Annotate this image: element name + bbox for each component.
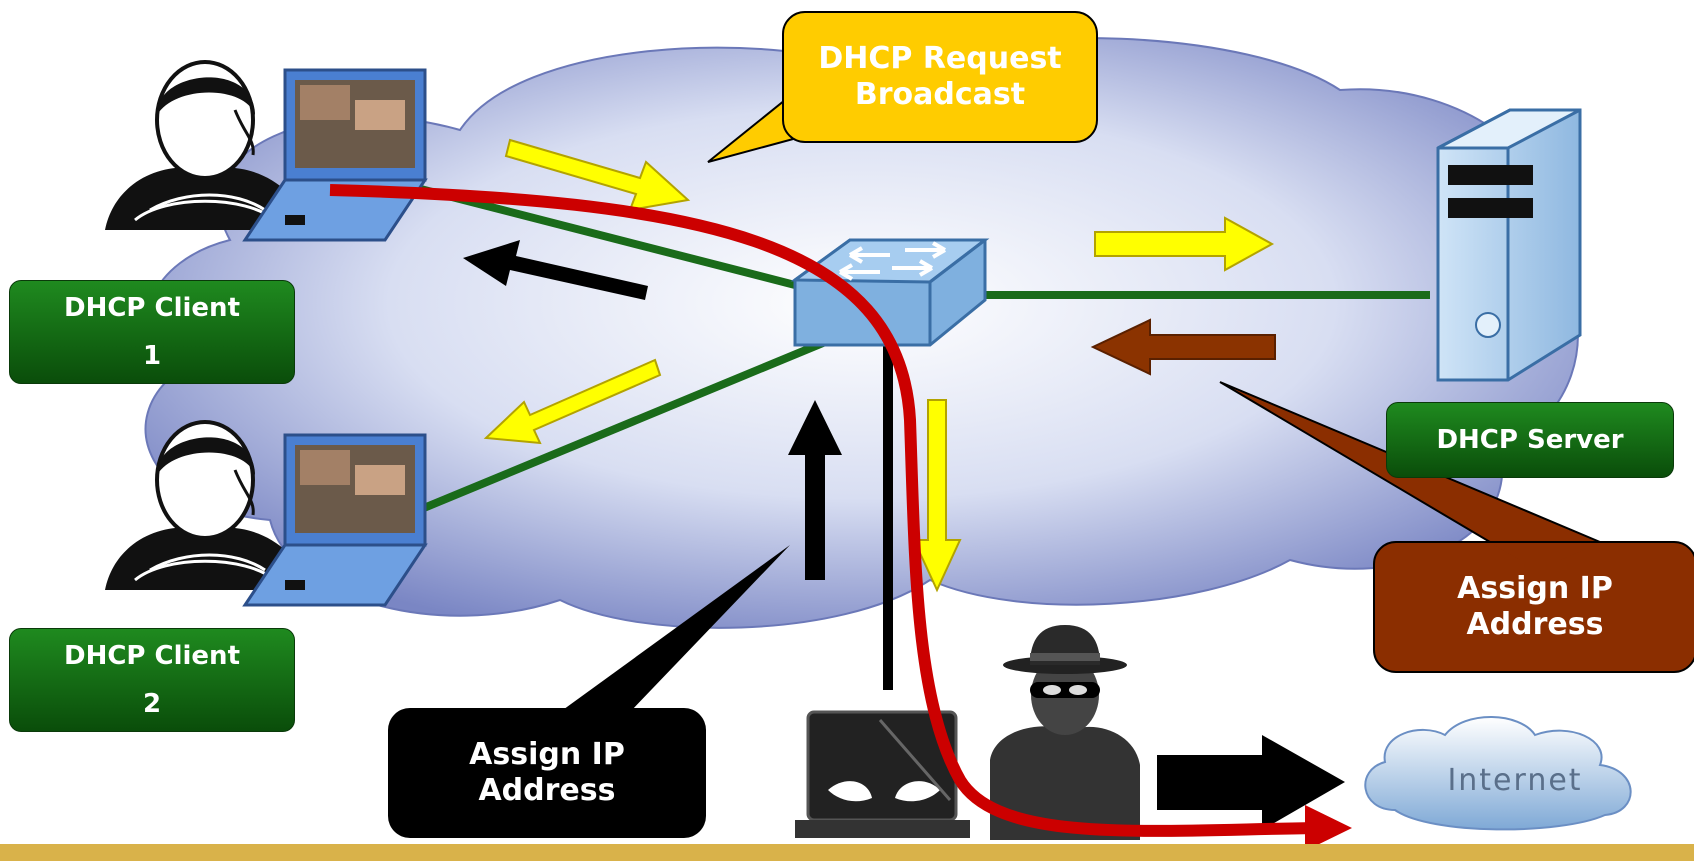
dhcp-server-label: DHCP Server xyxy=(1386,402,1674,478)
client1-laptop-icon xyxy=(242,68,428,242)
rogue-assign-line1: Assign IP xyxy=(469,737,625,772)
rogue-assign-callout-text: Assign IP Address xyxy=(388,708,706,838)
rogue-assign-line2: Address xyxy=(478,773,616,808)
yellow-arrows xyxy=(483,138,1275,593)
server-assign-line1: Assign IP xyxy=(1457,571,1613,606)
arrow-broadcast-down xyxy=(912,399,962,593)
dhcp-request-callout-text: DHCP Request Broadcast xyxy=(783,12,1097,142)
footer-bar xyxy=(0,844,1694,861)
dhcp-client1-label-line2: 1 xyxy=(142,341,162,371)
dhcp-request-line2: Broadcast xyxy=(854,77,1026,112)
arrow-request-client-to-switch xyxy=(504,138,691,212)
server-assign-callout-text: Assign IP Address xyxy=(1374,542,1694,672)
dhcp-client2-label: DHCP Client 2 xyxy=(9,628,295,732)
arrow-server-offer xyxy=(1090,318,1276,376)
callout-dhcp-request xyxy=(707,11,1098,163)
dhcp-client1-label-line1: DHCP Client xyxy=(63,293,240,323)
arrow-offer-to-client2 xyxy=(483,358,662,445)
switch-icon xyxy=(790,238,990,347)
attacker-laptop-icon xyxy=(795,710,970,838)
attack-path-arrowhead xyxy=(1305,805,1352,851)
arrow-rogue-up-to-switch xyxy=(788,400,842,580)
dhcp-client2-label-line2: 2 xyxy=(142,689,162,719)
client2-user-icon xyxy=(105,420,310,590)
attacker-icon xyxy=(990,625,1140,840)
server-icon xyxy=(1436,108,1582,382)
dhcp-client1-label: DHCP Client 1 xyxy=(9,280,295,384)
black-arrows xyxy=(463,240,1345,830)
arrow-rogue-offer-to-client1 xyxy=(463,240,648,300)
server-assign-line2: Address xyxy=(1466,607,1604,642)
client2-laptop-icon xyxy=(242,433,428,607)
link-client2-switch xyxy=(388,336,832,526)
dhcp-client2-label-line1: DHCP Client xyxy=(63,641,240,671)
internet-cloud-icon xyxy=(1364,716,1632,831)
attack-path xyxy=(329,184,1321,837)
arrow-attacker-to-internet xyxy=(1157,735,1345,830)
arrow-request-switch-to-server xyxy=(1094,216,1275,272)
callout-rogue-assign xyxy=(388,545,790,838)
dhcp-request-line1: DHCP Request xyxy=(818,41,1062,76)
client1-user-icon xyxy=(105,60,310,230)
internet-label: Internet xyxy=(1447,762,1583,798)
